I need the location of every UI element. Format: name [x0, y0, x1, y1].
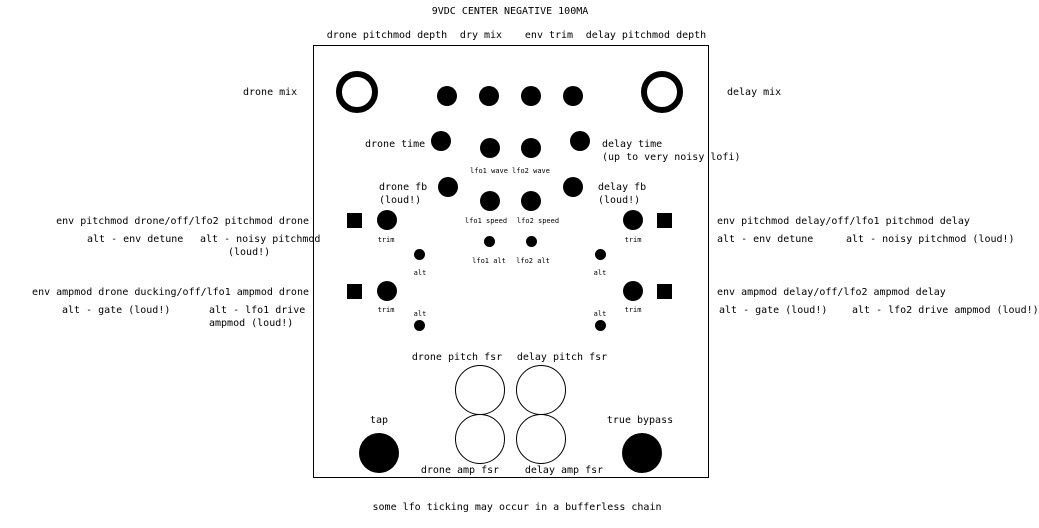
true-bypass-footswitch[interactable] — [622, 433, 662, 473]
pitchmod-delay-alt-label: alt — [593, 269, 607, 277]
lfo2-wave-label: lfo2 wave — [512, 167, 550, 175]
lfo1-wave-knob[interactable] — [480, 138, 500, 158]
dry-mix-knob[interactable] — [479, 86, 499, 106]
pitchmod-delay-trim-knob[interactable] — [623, 210, 643, 230]
footer-note: some lfo ticking may occur in a bufferle… — [372, 502, 662, 513]
lfo2-speed-knob[interactable] — [521, 191, 541, 211]
drone-pitchmod-depth-label: drone pitchmod depth — [326, 30, 448, 41]
lfo1-alt-label: lfo1 alt — [472, 257, 506, 265]
delay-amp-fsr-label: delay amp fsr — [524, 465, 604, 476]
pitchmod-drone-trim-knob[interactable] — [377, 210, 397, 230]
drone-pitch-fsr[interactable] — [455, 365, 505, 415]
env-trim-label: env trim — [524, 30, 574, 41]
ampmod-drone-alt-button[interactable] — [414, 320, 425, 331]
ampmod-drone-label: env ampmod drone ducking/off/lfo1 ampmod… — [32, 287, 309, 298]
pitchmod-drone-alt-button[interactable] — [414, 249, 425, 260]
drone-time-knob[interactable] — [431, 131, 451, 151]
pitchmod-delay-alt-a-label: alt - env detune — [717, 234, 814, 245]
lfo1-alt-knob[interactable] — [484, 236, 495, 247]
drone-mix-label: drone mix — [243, 87, 298, 98]
delay-pitch-fsr[interactable] — [516, 365, 566, 415]
delay-time-knob[interactable] — [570, 131, 590, 151]
drone-mix-knob[interactable] — [336, 71, 378, 113]
lfo2-alt-knob[interactable] — [526, 236, 537, 247]
ampmod-drone-alt-a-label: alt - gate (loud!) — [62, 305, 171, 316]
pitchmod-delay-switch[interactable] — [657, 213, 672, 228]
ampmod-drone-alt-label: alt — [413, 310, 427, 318]
ampmod-delay-trim-label: trim — [624, 306, 642, 314]
delay-mix-label: delay mix — [727, 87, 782, 98]
ampmod-delay-alt-a-label: alt - gate (loud!) — [719, 305, 828, 316]
delay-amp-fsr[interactable] — [516, 414, 566, 464]
drone-fb-knob[interactable] — [438, 177, 458, 197]
delay-time-label: delay time — [602, 139, 663, 150]
drone-fb-label: drone fb — [379, 182, 428, 193]
pitchmod-drone-alt-b-label: alt - noisy pitchmod — [200, 234, 321, 245]
ampmod-delay-alt-button[interactable] — [595, 320, 606, 331]
dry-mix-label: dry mix — [459, 30, 503, 41]
drone-pitchmod-depth-knob[interactable] — [437, 86, 457, 106]
drone-amp-fsr-label: drone amp fsr — [420, 465, 500, 476]
delay-pitchmod-depth-label: delay pitchmod depth — [585, 30, 707, 41]
delay-mix-knob[interactable] — [641, 71, 683, 113]
pitchmod-drone-alt-label: alt — [413, 269, 427, 277]
pitchmod-delay-label: env pitchmod delay/off/lfo1 pitchmod del… — [717, 216, 970, 227]
delay-fb-knob[interactable] — [563, 177, 583, 197]
tap-label: tap — [369, 415, 389, 426]
delay-time-note: (up to very noisy lofi) — [602, 152, 741, 163]
ampmod-drone-alt-b-note: ampmod (loud!) — [209, 318, 294, 329]
delay-pitchmod-depth-knob[interactable] — [563, 86, 583, 106]
drone-pitch-fsr-label: drone pitch fsr — [411, 352, 503, 363]
drone-amp-fsr[interactable] — [455, 414, 505, 464]
ampmod-delay-alt-b-label: alt - lfo2 drive ampmod (loud!) — [852, 305, 1039, 316]
ampmod-delay-label: env ampmod delay/off/lfo2 ampmod delay — [717, 287, 946, 298]
pitchmod-drone-label: env pitchmod drone/off/lfo2 pitchmod dro… — [56, 216, 309, 227]
ampmod-drone-alt-b-label: alt - lfo1 drive — [209, 305, 306, 316]
delay-pitch-fsr-label: delay pitch fsr — [516, 352, 608, 363]
lfo2-speed-label: lfo2 speed — [516, 217, 560, 225]
lfo2-alt-label: lfo2 alt — [516, 257, 550, 265]
true-bypass-label: true bypass — [606, 415, 674, 426]
pitchmod-delay-trim-label: trim — [624, 236, 642, 244]
drone-time-label: drone time — [365, 139, 426, 150]
pitchmod-drone-alt-b-note: (loud!) — [228, 247, 271, 258]
ampmod-delay-switch[interactable] — [657, 284, 672, 299]
pitchmod-drone-switch[interactable] — [347, 213, 362, 228]
lfo1-wave-label: lfo1 wave — [470, 167, 508, 175]
lfo1-speed-knob[interactable] — [480, 191, 500, 211]
tap-footswitch[interactable] — [359, 433, 399, 473]
pedal-enclosure — [313, 45, 709, 478]
ampmod-drone-switch[interactable] — [347, 284, 362, 299]
power-spec-label: 9VDC CENTER NEGATIVE 100MA — [431, 6, 589, 17]
ampmod-delay-trim-knob[interactable] — [623, 281, 643, 301]
pitchmod-delay-alt-button[interactable] — [595, 249, 606, 260]
pitchmod-drone-alt-a-label: alt - env detune — [87, 234, 184, 245]
delay-fb-label: delay fb — [598, 182, 647, 193]
pitchmod-drone-trim-label: trim — [377, 236, 395, 244]
env-trim-knob[interactable] — [521, 86, 541, 106]
ampmod-delay-alt-label: alt — [593, 310, 607, 318]
ampmod-drone-trim-label: trim — [377, 306, 395, 314]
ampmod-drone-trim-knob[interactable] — [377, 281, 397, 301]
delay-fb-note: (loud!) — [598, 195, 641, 206]
pitchmod-delay-alt-b-label: alt - noisy pitchmod (loud!) — [846, 234, 1015, 245]
lfo1-speed-label: lfo1 speed — [464, 217, 508, 225]
drone-fb-note: (loud!) — [379, 195, 422, 206]
lfo2-wave-knob[interactable] — [521, 138, 541, 158]
